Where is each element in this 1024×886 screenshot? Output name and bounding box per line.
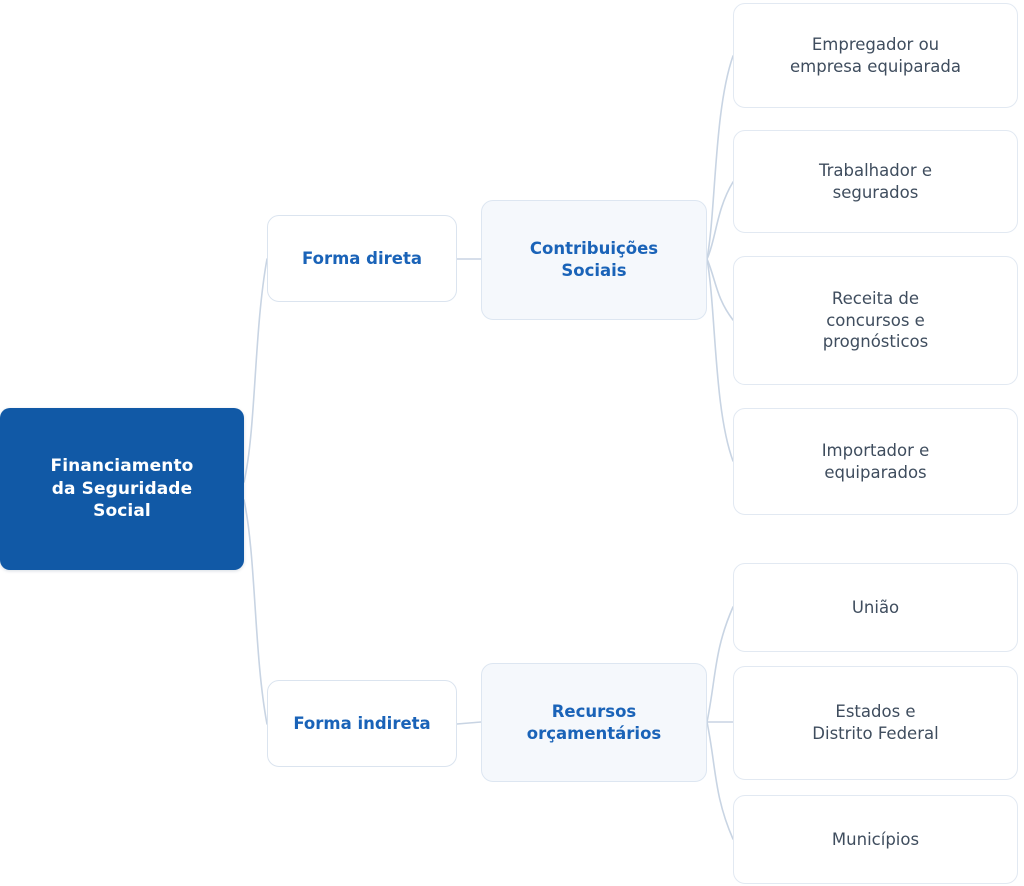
leaf-node-label: Trabalhador e segurados xyxy=(818,160,933,202)
root-node-label: Financiamento da Seguridade Social xyxy=(50,456,194,522)
leaf-node-label: Estados e Distrito Federal xyxy=(812,702,939,743)
connector-contribuicoes-to-importador xyxy=(706,258,734,462)
branch-node-forma-indireta-label: Forma indireta xyxy=(293,713,431,733)
leaf-node-label: Empregador ou empresa equiparada xyxy=(790,34,961,76)
leaf-node-uniao[interactable]: União xyxy=(733,563,1018,652)
branch-node-forma-direta-label: Forma direta xyxy=(302,248,422,268)
branch-node-forma-direta[interactable]: Forma direta xyxy=(267,215,457,302)
connector-root-to-forma-indireta xyxy=(243,499,268,725)
category-node-recursos-orcamentarios[interactable]: Recursos orçamentários xyxy=(481,663,707,782)
leaf-node-importador-e-equiparados[interactable]: Importador e equiparados xyxy=(733,408,1018,515)
leaf-node-estados-e-distrito-federal[interactable]: Estados e Distrito Federal xyxy=(733,666,1018,780)
connector-recursos-to-municipios xyxy=(706,721,734,840)
leaf-node-municipios[interactable]: Municípios xyxy=(733,795,1018,884)
connector-contribuicoes-to-receita xyxy=(706,258,734,321)
leaf-node-empregador-ou-empresa-equiparada[interactable]: Empregador ou empresa equiparada xyxy=(733,3,1018,108)
connector-recursos-to-uniao xyxy=(706,606,734,723)
category-node-contribuicoes-sociais[interactable]: Contribuições Sociais xyxy=(481,200,707,320)
leaf-node-label: Municípios xyxy=(831,829,920,849)
leaf-node-label: Receita de concursos e prognósticos xyxy=(822,288,929,352)
leaf-node-label: União xyxy=(851,597,900,617)
branch-node-forma-indireta[interactable]: Forma indireta xyxy=(267,680,457,767)
connector-contribuicoes-to-empregador xyxy=(706,55,734,260)
root-node-financiamento-da-seguridade-social[interactable]: Financiamento da Seguridade Social xyxy=(0,408,244,570)
category-node-recursos-orcamentarios-label: Recursos orçamentários xyxy=(526,701,662,743)
category-node-contribuicoes-sociais-label: Contribuições Sociais xyxy=(529,239,659,280)
leaf-node-trabalhador-e-segurados[interactable]: Trabalhador e segurados xyxy=(733,130,1018,233)
leaf-node-label: Importador e equiparados xyxy=(821,440,930,482)
connector-contribuicoes-to-trabalhador xyxy=(706,181,734,260)
connector-forma-indireta-to-recursos xyxy=(456,721,482,725)
connector-root-to-forma-direta xyxy=(243,258,268,483)
leaf-node-receita-de-concursos-e-prognosticos[interactable]: Receita de concursos e prognósticos xyxy=(733,256,1018,385)
